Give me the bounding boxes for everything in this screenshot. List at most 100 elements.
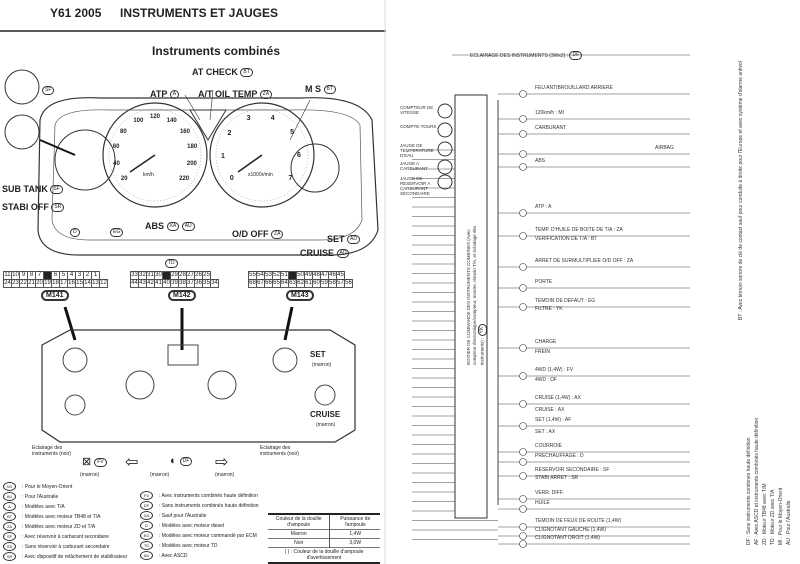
circuit-label: SET : AX	[535, 429, 556, 435]
cell: 3,0W	[329, 538, 380, 548]
callout-cruise: CRUISE AD	[300, 249, 350, 259]
pin-cell: 2	[83, 271, 92, 280]
pin-cell: 6	[51, 271, 60, 280]
pin-cell: 47	[320, 271, 329, 280]
legend-code: SR	[3, 552, 16, 562]
note: ( ) : Couleur de la douille d'ampoule d'…	[284, 549, 364, 561]
pin-cell: 62	[296, 279, 305, 288]
gauge-tag: SF	[42, 82, 55, 100]
legend-text: : Pour l'Australie	[22, 494, 59, 500]
callout-tag: XA	[166, 222, 180, 232]
tag: EG	[110, 228, 124, 238]
circuit-label: CHARGE	[535, 339, 557, 345]
pin-cell: 49	[304, 271, 313, 280]
cell: Marron	[290, 531, 307, 537]
speedo-tick: 160	[179, 128, 190, 135]
illumination-label: ECLAIRAGE DES INSTRUMENTS (3Wx2) : DF	[470, 51, 583, 60]
pin-cell: 39	[170, 279, 179, 288]
speedo-unit: km/h	[143, 172, 154, 178]
callout-tag: ZA	[271, 230, 284, 240]
pin-cell	[288, 271, 297, 280]
pin-cell: 50	[296, 271, 305, 280]
legend-text: : Avec réservoir à carburant secondaire	[22, 534, 109, 540]
pin-cell: 10	[11, 271, 20, 280]
gauge-label: JAUGE DE TEMPERATURE D'EAU	[400, 143, 434, 158]
circuit-label: 4WD : DF	[535, 377, 557, 383]
model-year: Y61 2005	[50, 6, 102, 20]
lamp-icon	[519, 372, 527, 380]
circuit-label: PRECHAUFFAGE : D	[535, 453, 584, 459]
tag: YK	[478, 323, 487, 337]
lamp-icon	[519, 163, 527, 171]
circuit-label: CRUISE (1,4W) : AX	[535, 395, 581, 401]
rear-light-right: Eclairage des instruments (noir)	[260, 445, 305, 457]
pin-cell: 40	[162, 279, 171, 288]
circuit-label: ARRET DE SURMULTIPLIEE O/D OFF : ZA	[535, 258, 634, 264]
pin-cell: 18	[51, 279, 60, 288]
lamp-icon	[519, 422, 527, 430]
callout-atp: ATP A	[150, 89, 180, 100]
callout-label: A/T OIL TEMP	[198, 89, 258, 99]
header-cell: Puissance de l'ampoule	[329, 514, 380, 530]
lamp-icon	[519, 523, 527, 531]
pin-cell: 15	[75, 279, 84, 288]
pin-cell: 30	[154, 271, 163, 280]
circuit-label: ATP : A	[535, 204, 552, 210]
tacho-unit: x1000r/min	[248, 172, 273, 178]
pin-cell: 22	[19, 279, 28, 288]
pin-cell: 5	[59, 271, 68, 280]
pin-cell: 67	[256, 279, 265, 288]
d-tag: D	[70, 224, 80, 242]
pin-cell: 17	[59, 279, 68, 288]
pin-cell: 12	[99, 279, 108, 288]
lamp-icon	[519, 263, 527, 271]
lamp-icon	[519, 495, 527, 503]
pin-cell: 34	[210, 279, 219, 288]
legend-text: : Avec dispositif de relâchement de stab…	[22, 554, 128, 560]
connector-label: M143	[286, 290, 314, 301]
callout-label: ATP	[150, 89, 168, 99]
legend-item: ZA: Modèles avec moteur ZD et T/A	[3, 522, 127, 532]
tag: FV	[94, 457, 107, 467]
circuit-label: STABI ARRET : SR	[535, 475, 579, 481]
pin-cell	[162, 271, 171, 280]
gauge-meter-icon	[437, 103, 453, 119]
speedo-tick: 220	[179, 176, 190, 183]
legend-text: : Avec ASCD	[159, 553, 188, 559]
pin-cell: 9	[19, 271, 28, 280]
pin-cell: 35	[202, 279, 211, 288]
side-note: AF : Avec ASCD et instruments combinés h…	[754, 417, 760, 545]
td-tag: TD	[165, 255, 178, 273]
tacho-tick: 1	[221, 152, 225, 160]
legend-code: AU	[3, 492, 16, 502]
page-title: INSTRUMENTS ET JAUGES	[120, 6, 279, 20]
callout-tag: AD	[347, 235, 360, 245]
speedo-tick: 180	[187, 144, 198, 151]
pin-cell: 63	[288, 279, 297, 288]
pin-cell: 65	[272, 279, 281, 288]
legend-item: MI: Pour le Moyen-Orient	[3, 482, 127, 492]
circuit-label: TEMP. D'HUILE DE BOITE DE T/A : ZA	[535, 227, 623, 233]
pin-cell: 42	[146, 279, 155, 288]
pin-cell: 33	[130, 271, 139, 280]
pin-cell: 11	[3, 271, 12, 280]
marron-3: (marron)	[215, 472, 235, 478]
pin-cell: 60	[312, 279, 321, 288]
legend-item: EG: Modèles avec moteur commandé par ECM	[140, 531, 259, 541]
callout-tag: SF	[50, 185, 63, 195]
circuit-label: TEMOIN DE DEFAUT : EG	[535, 298, 596, 304]
color: (noir)	[287, 451, 299, 457]
circuit-label: PORTE	[535, 279, 553, 285]
lamp-icon	[519, 130, 527, 138]
rear-cruise-color: (marron)	[316, 422, 336, 428]
pin-cell: 23	[11, 279, 20, 288]
callout-abs: ABS XA AU	[145, 222, 195, 232]
rear-cruise: CRUISE	[310, 410, 341, 419]
callout-tag: AU	[181, 222, 195, 232]
gauge-meter-icon	[437, 174, 453, 190]
speedo-tick: 80	[120, 128, 127, 135]
callout-tag: AD	[336, 249, 350, 259]
pin-cell: 44	[130, 279, 139, 288]
tacho-tick: 2	[227, 129, 232, 137]
